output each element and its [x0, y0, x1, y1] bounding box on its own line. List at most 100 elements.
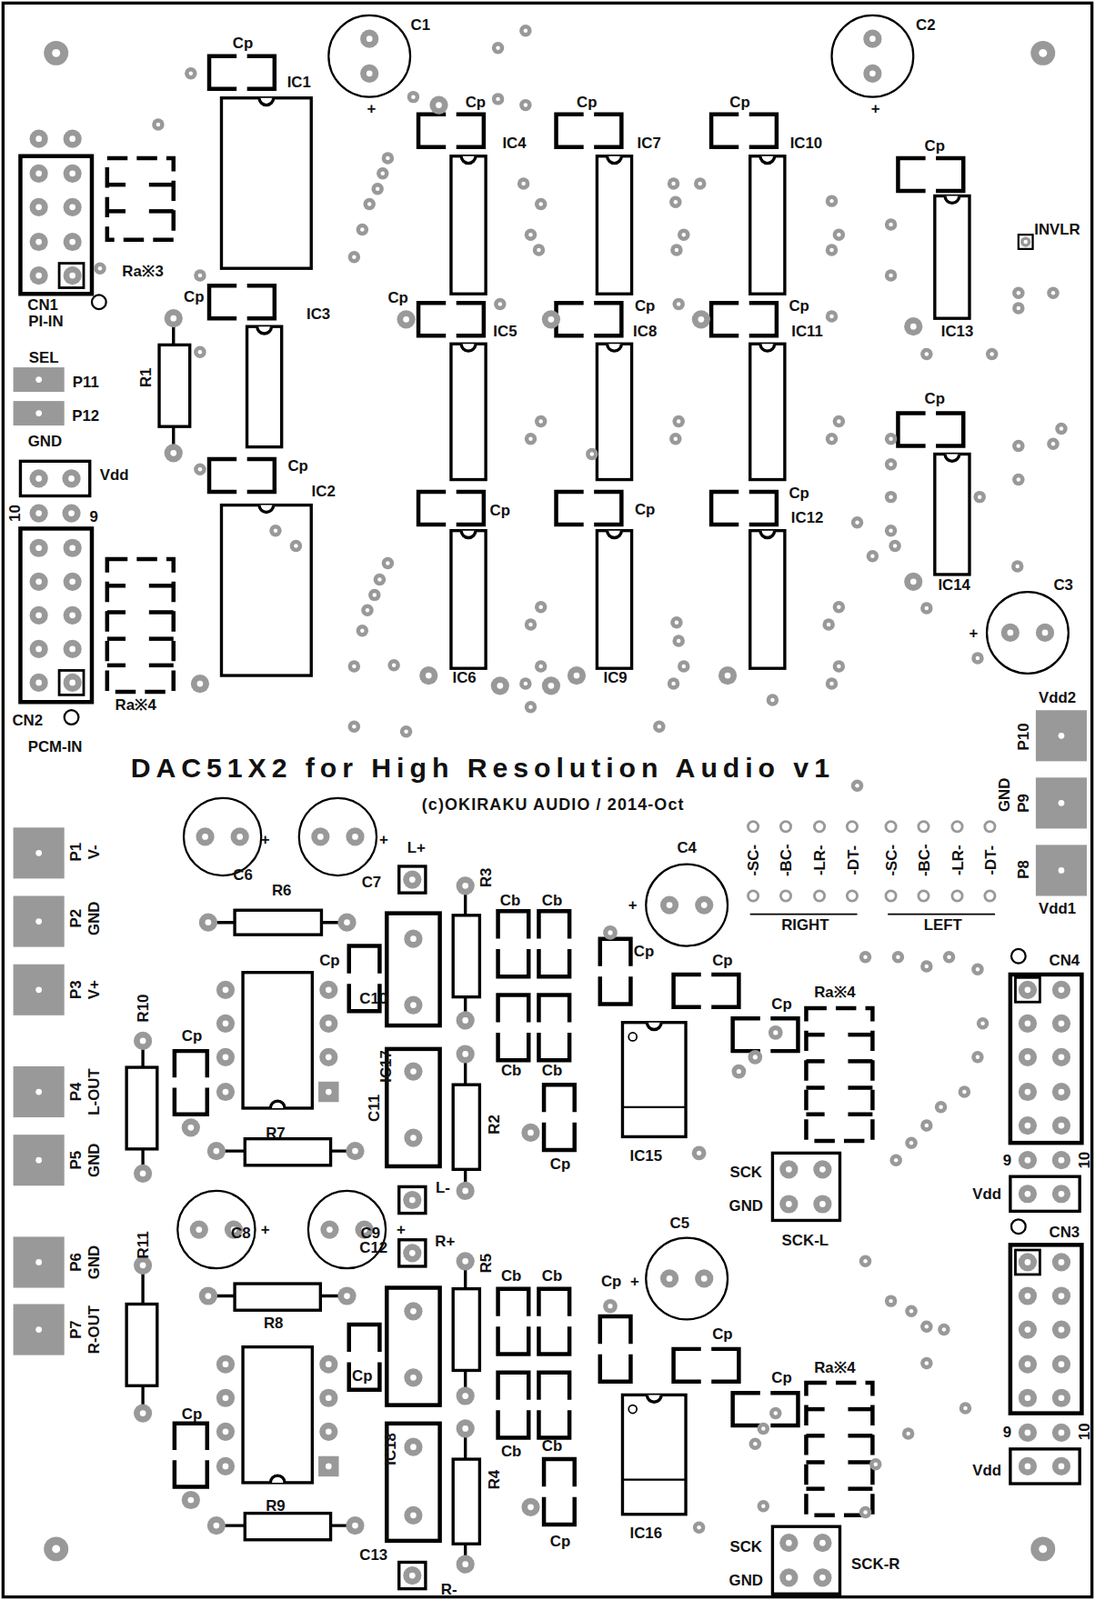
part-label: Vdd1 [1038, 901, 1076, 917]
part-label: -BC- [778, 843, 794, 877]
part-label: Cp [287, 457, 308, 473]
pad [381, 151, 394, 164]
pad [164, 443, 183, 463]
pad-hole [140, 1262, 147, 1269]
pad [902, 1427, 915, 1440]
part-label: IC18 [381, 1433, 398, 1467]
pad-hole [785, 1166, 793, 1174]
header-outline [1010, 1245, 1083, 1414]
terminal-pad [13, 1304, 65, 1356]
pad-hole [895, 955, 900, 960]
pad-hole [391, 663, 396, 668]
ic-notch [607, 343, 623, 352]
part-label: -SC- [883, 844, 899, 877]
pad [181, 1491, 201, 1510]
pad [672, 634, 684, 647]
resistor-array-tick [805, 1059, 824, 1064]
pad [757, 1500, 770, 1513]
pad [456, 1556, 475, 1575]
pad-hole [1058, 1430, 1065, 1437]
part-label: IC6 [452, 670, 476, 686]
ic-notch [257, 326, 272, 334]
pad-hole [410, 1308, 417, 1316]
pad [1046, 286, 1059, 299]
pad-hole [189, 71, 193, 76]
pad-hole [156, 122, 161, 127]
pad [216, 1457, 235, 1477]
pad [195, 827, 214, 846]
pin-marker [1011, 1219, 1026, 1235]
ic-outline [451, 343, 486, 480]
part-label: IC14 [937, 577, 971, 593]
pad-hole [343, 919, 351, 926]
electrolytic-capacitor [645, 1238, 728, 1321]
pad [920, 348, 933, 361]
pad-hole [671, 181, 675, 186]
pad-hole [381, 171, 385, 176]
ic-outline [247, 326, 282, 447]
part-label: IC3 [306, 305, 331, 322]
part-label: Cp [550, 1533, 571, 1549]
pad-hole [666, 1275, 674, 1283]
pad [920, 1320, 933, 1333]
pad-hole [410, 1512, 417, 1519]
pad [1052, 1151, 1071, 1170]
pad-hole [35, 203, 42, 211]
resistor-array [805, 1008, 873, 1142]
pad-hole [325, 1054, 332, 1061]
pad [677, 660, 690, 673]
pad [311, 827, 330, 846]
resistor-array-tick [847, 1486, 873, 1491]
pad-hole [836, 419, 841, 423]
pad-hole [410, 1002, 417, 1009]
pad-hole [1058, 1089, 1065, 1096]
pad [368, 589, 381, 602]
part-label: P10 [1014, 723, 1031, 751]
capacitor-symbol [418, 302, 484, 336]
ic-notch [944, 196, 960, 204]
pad [319, 1389, 338, 1408]
pad-hole [351, 833, 359, 841]
pad-hole [205, 919, 212, 926]
header-outline [1010, 1449, 1080, 1485]
pad-hole [462, 1393, 469, 1400]
pad-hole [1024, 1293, 1032, 1300]
part-label: P9 [1014, 793, 1031, 814]
pad-hole [377, 577, 382, 582]
pad [216, 1048, 235, 1067]
pad-hole [924, 964, 929, 969]
pad-hole [35, 578, 42, 585]
terminal-pad [1035, 844, 1087, 896]
pad-hole [1059, 426, 1064, 431]
pad-hole [905, 1432, 910, 1437]
capacitor-symbol [556, 114, 623, 148]
part-label: P7 [68, 1320, 84, 1340]
pad [1018, 1048, 1037, 1067]
pad [403, 1128, 422, 1147]
pad [859, 1506, 872, 1519]
pad-hole [910, 323, 917, 331]
pad-hole [140, 1410, 147, 1417]
pad [534, 601, 547, 613]
terminal-pad [318, 1082, 339, 1103]
test-pad [846, 891, 857, 902]
pad-hole [360, 227, 364, 232]
pad-hole [980, 1022, 985, 1026]
terminal-pad [13, 401, 65, 426]
pad [30, 673, 49, 693]
pad-hole [870, 553, 874, 558]
resistor-array-tick [847, 1112, 873, 1116]
pad [337, 914, 356, 933]
test-pad [952, 891, 963, 902]
pad [851, 780, 864, 793]
capacitor-symbol [673, 974, 740, 1008]
pad-hole [924, 1124, 929, 1128]
part-label: P11 [72, 373, 100, 390]
pad [1018, 1253, 1037, 1272]
capacitor-symbol [600, 939, 632, 1005]
resistor-array [107, 158, 174, 241]
part-label: Vdd2 [1038, 689, 1076, 705]
pad-hole [671, 682, 675, 686]
pad-hole [909, 1309, 914, 1314]
pad-hole [673, 200, 678, 204]
